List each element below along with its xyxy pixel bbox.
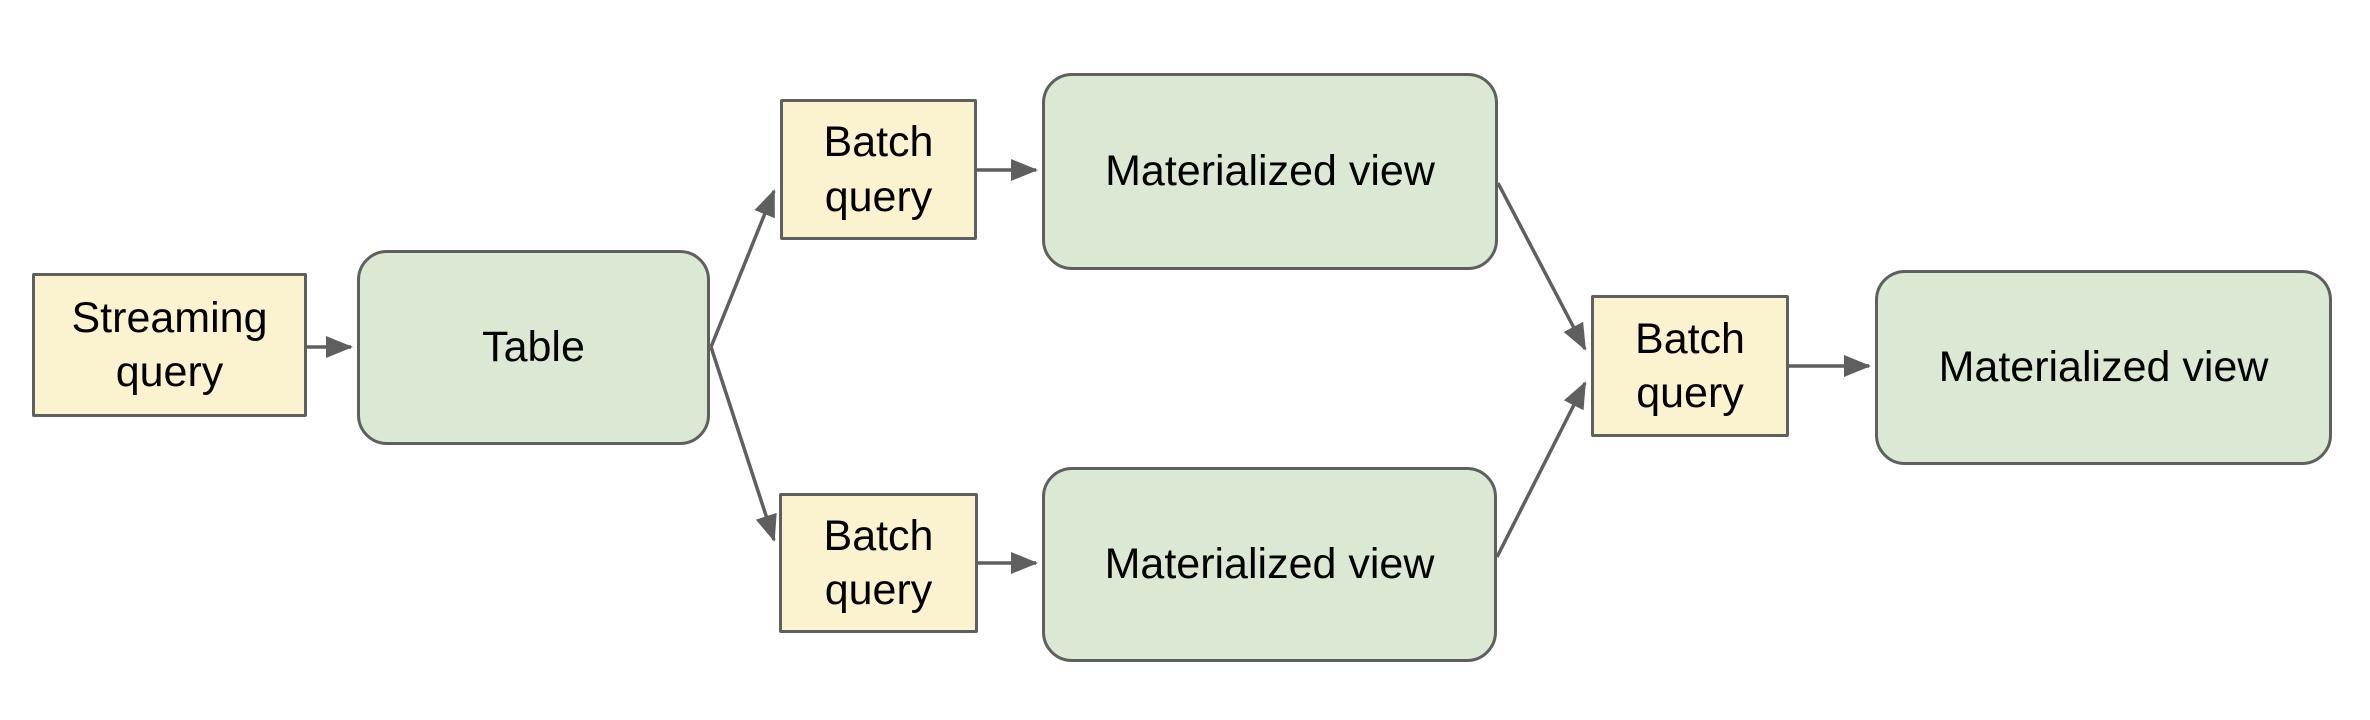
node-materialized-view-bottom-label: Materialized view <box>1104 540 1435 589</box>
node-materialized-view-right: Materialized view <box>1875 270 2332 465</box>
node-table-label: Table <box>482 323 585 372</box>
node-streaming-query-label: Streaming query <box>71 293 268 396</box>
node-batch-query-bottom: Batch query <box>779 493 978 633</box>
node-batch-query-bottom-label: Batch query <box>823 511 934 614</box>
node-streaming-query: Streaming query <box>32 273 307 417</box>
node-batch-query-right-label: Batch query <box>1635 314 1745 417</box>
edge-table-to-batch-query-bottom <box>709 346 777 542</box>
node-table: Table <box>357 250 710 445</box>
node-batch-query-top-label: Batch query <box>823 118 934 221</box>
node-materialized-view-top-label: Materialized view <box>1105 147 1435 196</box>
edge-table-to-batch-query-top <box>709 189 776 348</box>
edge-mv-bottom-to-batch-query-right <box>1495 381 1587 558</box>
node-materialized-view-top: Materialized view <box>1042 73 1498 270</box>
node-materialized-view-bottom: Materialized view <box>1042 467 1497 662</box>
edge-mv-top-to-batch-query-right <box>1496 182 1587 351</box>
node-batch-query-right: Batch query <box>1591 295 1789 437</box>
node-materialized-view-right-label: Materialized view <box>1938 343 2269 392</box>
node-batch-query-top: Batch query <box>780 99 977 240</box>
